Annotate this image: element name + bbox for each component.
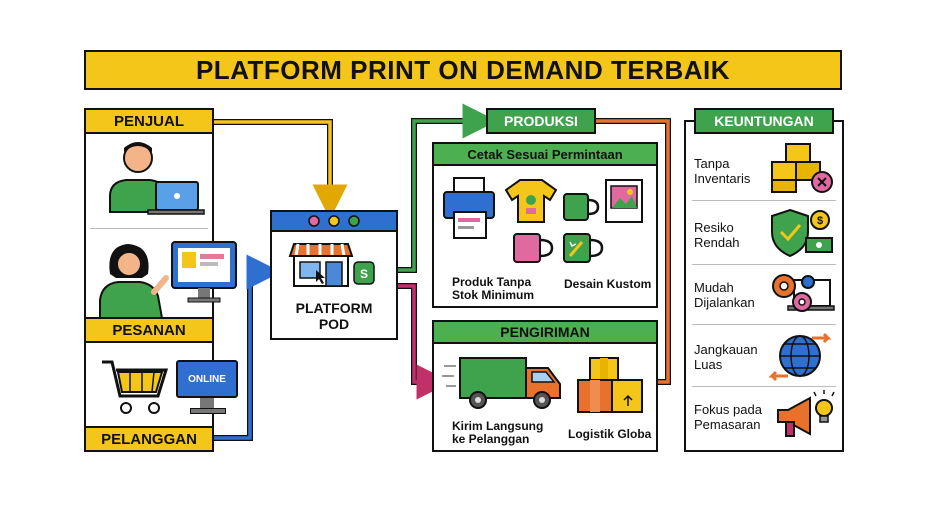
benefit-4-text: Jangkauan Luas bbox=[694, 342, 774, 372]
green-mug-icon bbox=[563, 193, 600, 221]
benefit-2-line1: Resiko bbox=[694, 220, 734, 235]
browser-dots-icon bbox=[308, 215, 360, 227]
platform-label-line1: PLATFORM bbox=[295, 300, 373, 316]
benefit-divider-2 bbox=[692, 264, 836, 265]
benefit-2-line2: Rendah bbox=[694, 235, 740, 250]
production-caption-right: Desain Kustom bbox=[564, 277, 652, 291]
boxes-icon bbox=[771, 143, 833, 193]
production-caption-left-1: Produk Tanpa bbox=[452, 275, 532, 289]
shipping-caption-right: Logistik Globa bbox=[568, 427, 652, 441]
tshirt-icon bbox=[504, 179, 558, 223]
production-caption-left: Produk Tanpa Stok Minimum bbox=[452, 276, 562, 302]
arrow-seller-to-platform bbox=[214, 119, 333, 202]
shipping-caption-left: Kirim Langsung ke Pelanggan bbox=[452, 420, 562, 446]
gears-laptop-icon bbox=[772, 274, 835, 312]
benefit-1-text: Tanpa Inventaris bbox=[694, 156, 774, 186]
benefit-3-line2: Dijalankan bbox=[694, 295, 755, 310]
production-caption-left-2: Stok Minimum bbox=[452, 288, 535, 302]
benefit-3-line1: Mudah bbox=[694, 280, 734, 295]
shipping-boxes-icon bbox=[577, 357, 643, 413]
orders-label: PESANAN bbox=[84, 317, 214, 343]
benefit-4-line2: Luas bbox=[694, 357, 723, 372]
benefit-2-text: Resiko Rendah bbox=[694, 220, 774, 250]
megaphone-icon bbox=[777, 390, 835, 437]
page-title: PLATFORM PRINT ON DEMAND TERBAIK bbox=[84, 50, 842, 90]
production-subheader: Cetak Sesuai Permintaan bbox=[432, 142, 658, 166]
benefit-divider-1 bbox=[692, 200, 836, 201]
seller-label: PENJUAL bbox=[84, 108, 214, 134]
custom-mug-icon bbox=[563, 233, 604, 263]
benefit-1-line1: Tanpa bbox=[694, 156, 730, 171]
benefit-3-text: Mudah Dijalankan bbox=[694, 280, 774, 310]
design-image-icon bbox=[605, 179, 643, 223]
benefit-divider-3 bbox=[692, 324, 836, 325]
seller-laptop-icon bbox=[109, 142, 205, 215]
customer-label: PELANGGAN bbox=[84, 426, 214, 452]
shipping-label: PENGIRIMAN bbox=[432, 320, 658, 344]
benefits-label: KEUNTUNGAN bbox=[694, 108, 834, 134]
benefit-divider-4 bbox=[692, 386, 836, 387]
platform-label: PLATFORM POD bbox=[270, 300, 398, 332]
globe-icon bbox=[768, 332, 832, 382]
platform-label-line2: POD bbox=[318, 316, 350, 332]
online-monitor: ONLINE bbox=[176, 360, 238, 416]
benefit-1-line2: Inventaris bbox=[694, 171, 751, 186]
benefit-5-line1: Fokus pada bbox=[694, 402, 762, 417]
shipping-caption-left-2: ke Pelanggan bbox=[452, 432, 530, 446]
pink-mug-icon bbox=[513, 233, 554, 263]
shield-money-icon: $ bbox=[771, 208, 833, 258]
svg-text:S: S bbox=[360, 267, 368, 281]
storefront-icon: S bbox=[288, 243, 375, 287]
shipping-caption-left-1: Kirim Langsung bbox=[452, 419, 544, 433]
benefit-4-line1: Jangkauan bbox=[694, 342, 758, 357]
delivery-truck-icon bbox=[442, 357, 561, 409]
seller-woman-icon bbox=[99, 241, 237, 319]
shopping-cart-icon bbox=[102, 360, 169, 414]
online-badge: ONLINE bbox=[188, 373, 226, 385]
svg-text:$: $ bbox=[817, 215, 823, 227]
printer-icon bbox=[443, 177, 495, 239]
left-divider bbox=[90, 228, 208, 229]
benefit-5-text: Fokus pada Pemasaran bbox=[694, 402, 774, 432]
production-label: PRODUKSI bbox=[486, 108, 596, 134]
benefit-5-line2: Pemasaran bbox=[694, 417, 761, 432]
arrow-platform-to-shipping bbox=[398, 283, 436, 385]
